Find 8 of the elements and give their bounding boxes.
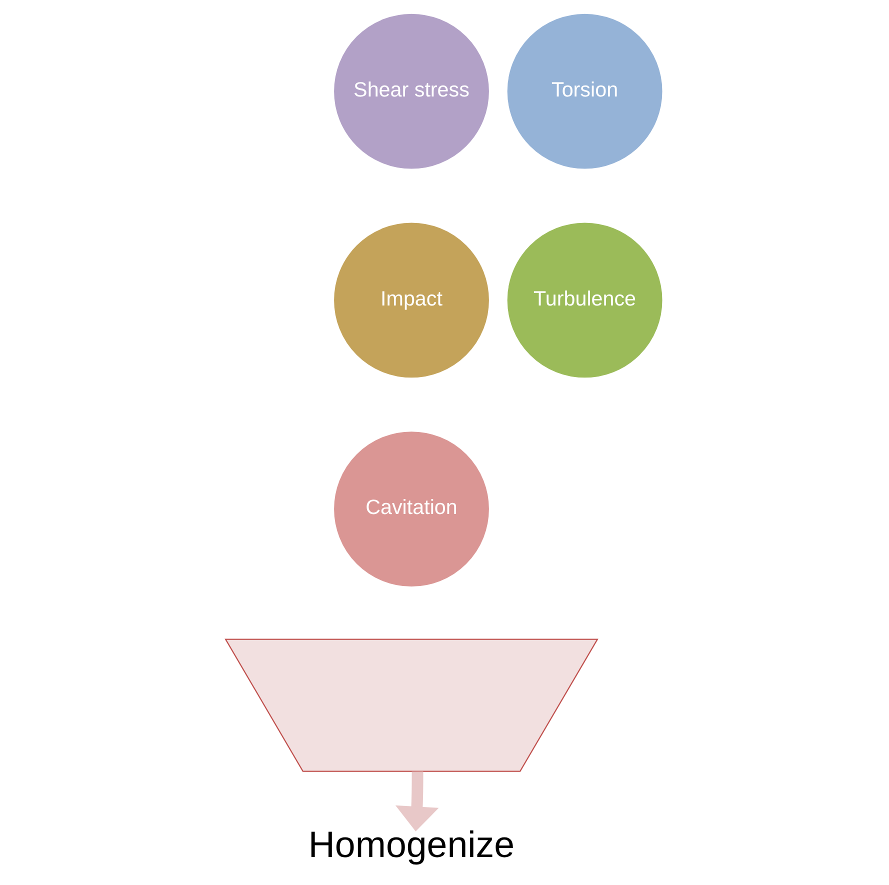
node-circle: Impact	[332, 220, 492, 380]
node-circle: Shear stress	[332, 12, 492, 172]
node-circle: Torsion	[505, 12, 665, 172]
node-text: Homogenize	[308, 824, 515, 865]
arrow	[395, 772, 439, 832]
node-circle: Cavitation	[332, 429, 492, 589]
node-circle: Turbulence	[505, 220, 665, 380]
node-funnel	[224, 638, 598, 772]
